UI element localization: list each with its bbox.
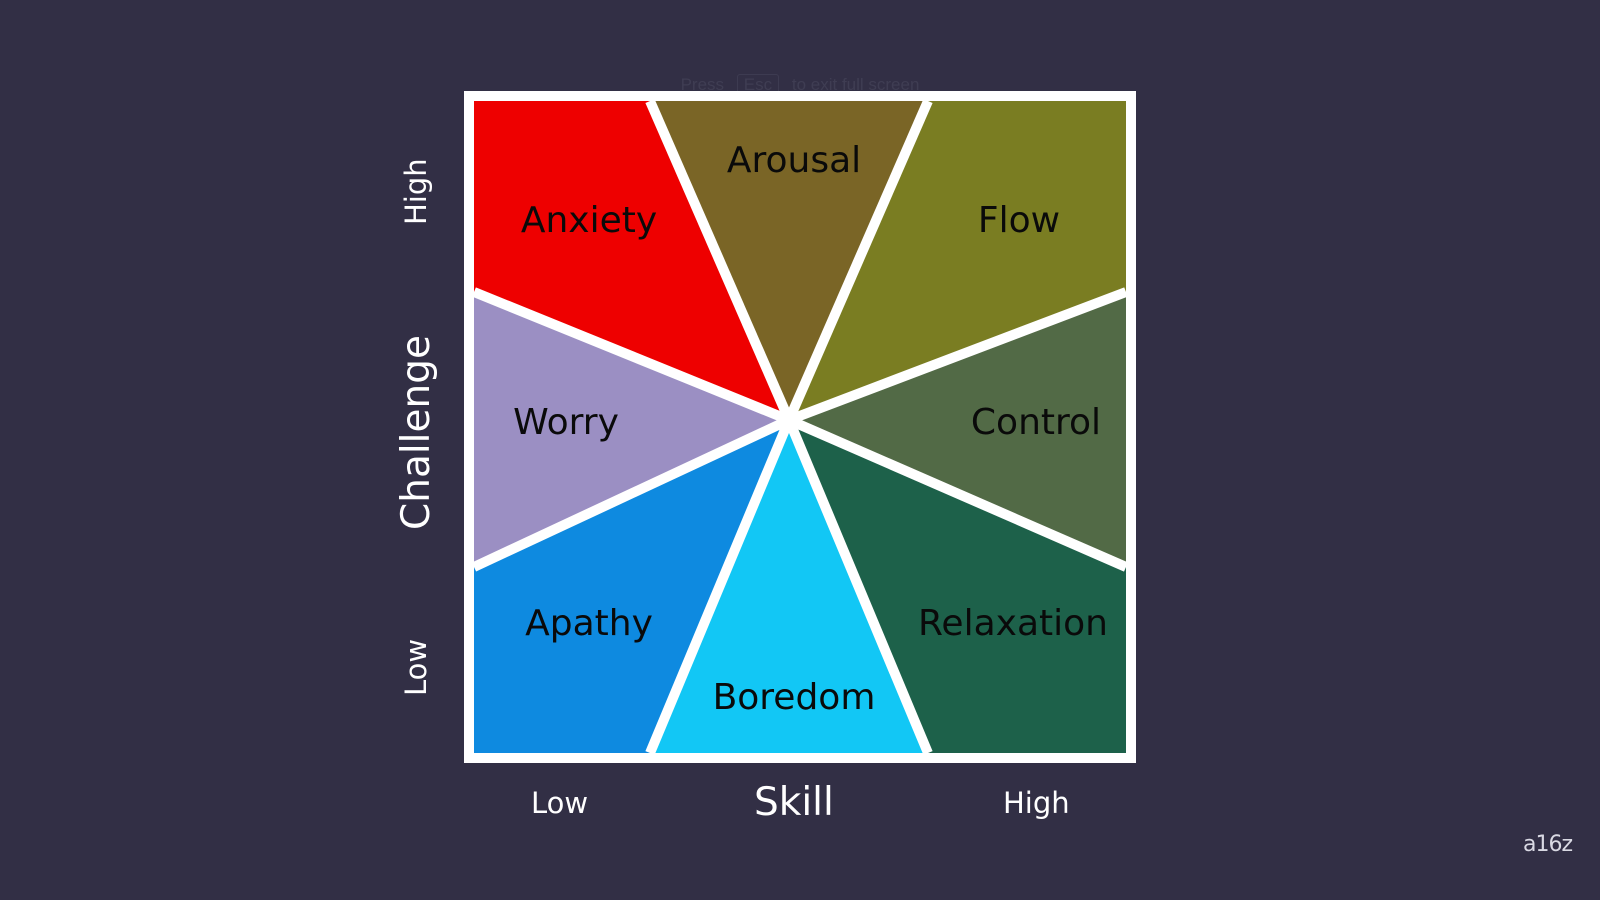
label-control: Control bbox=[971, 402, 1101, 443]
segment-boredom bbox=[650, 420, 928, 753]
x-axis-title: Skill bbox=[754, 780, 834, 825]
label-apathy: Apathy bbox=[525, 603, 653, 644]
x-axis-high-label: High bbox=[1003, 786, 1070, 820]
divider-line bbox=[787, 287, 1128, 425]
divider-line bbox=[784, 99, 933, 422]
segment-anxiety bbox=[474, 101, 789, 420]
divider-line bbox=[645, 418, 794, 755]
segment-arousal bbox=[650, 101, 928, 420]
segment-control bbox=[789, 292, 1126, 567]
divider-line bbox=[784, 418, 933, 755]
x-axis-low-label: Low bbox=[531, 786, 589, 820]
divider-line bbox=[787, 415, 1128, 572]
y-axis-high-label: High bbox=[399, 158, 433, 225]
divider-line bbox=[472, 287, 791, 425]
y-axis-title: Challenge bbox=[394, 335, 439, 530]
segment-dividers bbox=[471, 99, 1128, 755]
y-axis-low-label: Low bbox=[399, 638, 433, 696]
divider-line bbox=[471, 415, 792, 572]
segment-flow bbox=[789, 101, 1126, 420]
label-relaxation: Relaxation bbox=[918, 603, 1108, 644]
a16z-logo: a16z bbox=[1523, 832, 1573, 857]
divider-line bbox=[645, 99, 794, 422]
label-anxiety: Anxiety bbox=[521, 200, 657, 241]
segment-apathy bbox=[474, 420, 789, 753]
segment-relaxation bbox=[789, 420, 1126, 753]
label-worry: Worry bbox=[513, 402, 619, 443]
label-arousal: Arousal bbox=[727, 140, 861, 181]
label-boredom: Boredom bbox=[713, 677, 876, 718]
segment-worry bbox=[474, 292, 789, 567]
label-flow: Flow bbox=[978, 200, 1060, 241]
